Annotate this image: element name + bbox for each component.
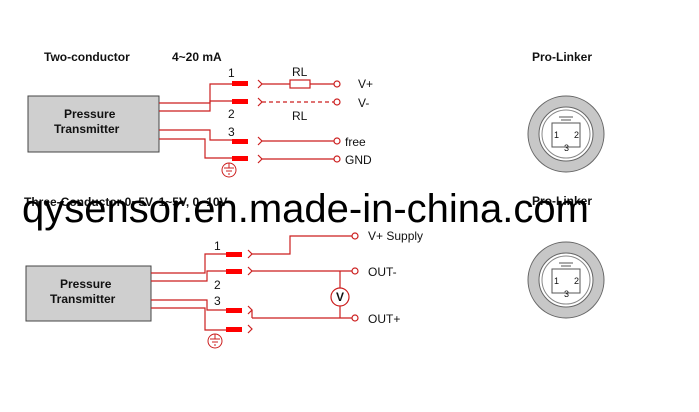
bottom-connector-title: Pro-Linker bbox=[532, 194, 592, 208]
bottom-connector-pin-2: 2 bbox=[574, 276, 579, 286]
bottom-connector-pin-3: 3 bbox=[564, 289, 569, 299]
top-wires bbox=[159, 83, 232, 159]
top-connector-pin-1: 1 bbox=[554, 130, 559, 140]
bottom-box-label-1: Pressure bbox=[60, 277, 112, 291]
top-connector-title: Pro-Linker bbox=[532, 50, 592, 64]
top-signal-lines bbox=[257, 79, 341, 164]
bottom-output-outplus: OUT+ bbox=[368, 312, 400, 326]
top-output-free: free bbox=[345, 135, 366, 149]
top-connector-pin-2: 2 bbox=[574, 130, 579, 140]
top-output-vplus: V+ bbox=[358, 77, 373, 91]
bottom-pin-3 bbox=[226, 308, 242, 313]
top-transmitter-box: Pressure Transmitter bbox=[27, 95, 160, 153]
top-pin-gnd bbox=[232, 156, 248, 161]
top-output-vminus: V- bbox=[358, 96, 369, 110]
top-box-label-1: Pressure bbox=[64, 107, 116, 121]
top-resistor-label-1: RL bbox=[292, 65, 308, 79]
top-connector-pin-3: 3 bbox=[564, 143, 569, 153]
bottom-box-label-2: Transmitter bbox=[50, 292, 116, 306]
voltmeter-label: V bbox=[336, 290, 344, 304]
top-pin-label-3: 3 bbox=[228, 125, 235, 139]
bottom-pin-1 bbox=[226, 252, 242, 257]
watermark-text: qysensor.en.made-in-china.com bbox=[22, 187, 589, 231]
bottom-transmitter-box: Pressure Transmitter bbox=[25, 265, 152, 322]
bottom-connector-icon bbox=[527, 241, 605, 319]
top-output-gnd: GND bbox=[345, 153, 372, 167]
bottom-output-outminus: OUT- bbox=[368, 265, 397, 279]
bottom-ground-icon bbox=[207, 333, 223, 349]
bottom-connector-pin-1: 1 bbox=[554, 276, 559, 286]
bottom-pin-label-2: 2 bbox=[214, 278, 221, 292]
top-box-label-2: Transmitter bbox=[54, 122, 120, 136]
top-ground-icon bbox=[221, 162, 237, 178]
bottom-output-supply: V+ Supply bbox=[368, 229, 423, 243]
bottom-wires bbox=[151, 253, 226, 331]
bottom-diagram-title: Three-Conductor 0~5V, 1~5V, 0~10V bbox=[24, 195, 228, 209]
top-diagram-title: Two-conductor bbox=[44, 50, 130, 64]
top-pin-3 bbox=[232, 139, 248, 144]
top-pin-label-1: 1 bbox=[228, 66, 235, 80]
bottom-pin-label-1: 1 bbox=[214, 239, 221, 253]
top-diagram-range: 4~20 mA bbox=[172, 50, 222, 64]
bottom-pin-label-3: 3 bbox=[214, 294, 221, 308]
top-resistor-label-2: RL bbox=[292, 109, 308, 123]
bottom-signal-lines bbox=[247, 232, 359, 334]
top-pin-2 bbox=[232, 99, 248, 104]
bottom-pin-2 bbox=[226, 269, 242, 274]
top-connector-icon bbox=[527, 95, 605, 173]
voltmeter-icon: V bbox=[330, 287, 350, 307]
top-pin-1 bbox=[232, 81, 248, 86]
bottom-pin-gnd bbox=[226, 327, 242, 332]
top-pin-label-2: 2 bbox=[228, 107, 235, 121]
